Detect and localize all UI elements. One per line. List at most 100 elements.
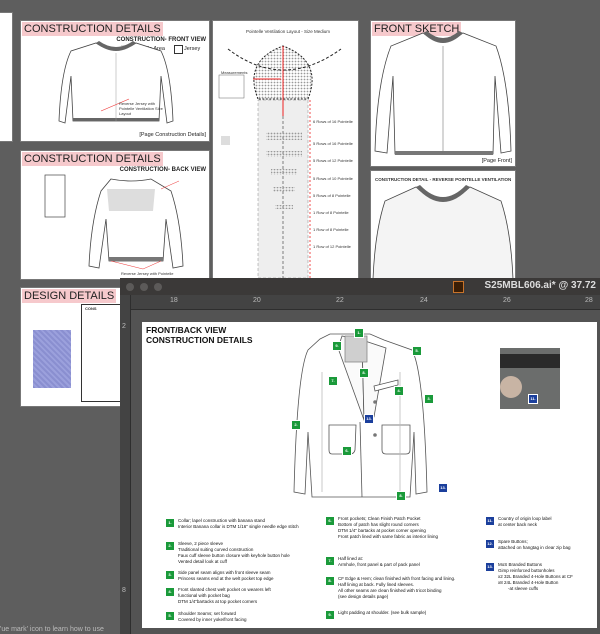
note-line: x2 32L Branded 4-Hole Buttons at CF — [498, 574, 573, 579]
ruler-label: 20 — [253, 297, 261, 304]
note-number-badge: 11. — [485, 516, 495, 526]
marker-5: 5. — [412, 346, 422, 356]
page-title: FRONT/BACK VIEW CONSTRUCTION DETAILS — [146, 325, 253, 345]
note-number-badge: 8. — [325, 576, 335, 586]
note-line: x8 24L Branded 4-Hole Button — [498, 580, 559, 585]
note-line: Side panel seam aligns with front sleeve… — [178, 570, 271, 575]
note-line: Traditional suiting curved construction — [178, 547, 254, 552]
close-button[interactable] — [126, 283, 134, 291]
ai-file-icon — [453, 281, 464, 293]
note-5: 5. Shoulder Seams; set forward Covered b… — [165, 611, 247, 623]
sweater-front-sketch — [58, 41, 174, 124]
note-line: Front patch lined with same fabric as in… — [338, 534, 439, 539]
row-label: 5 Rows of 10 Pointelle — [313, 176, 353, 181]
note-line: functional with pocket bag — [178, 593, 230, 598]
note-8: 8. CF Edge & Hem; clean finished with fr… — [325, 576, 456, 600]
label-photo — [500, 348, 560, 409]
horizontal-ruler[interactable]: 18 20 22 24 26 28 — [130, 295, 600, 310]
marker-13: 13. — [364, 414, 374, 424]
artboard-design-details[interactable]: DESIGN DETAILS CONS — [20, 287, 132, 407]
artboard-pointelle-layout[interactable]: Pointelle Ventilation Layout - Size Medi… — [212, 20, 359, 280]
note-line: Light padding at shoulder. (see bulk sam… — [338, 610, 427, 615]
ruler-label: 24 — [420, 297, 428, 304]
note-line: Front pockets; Clean Finish Patch Pocket — [338, 516, 421, 521]
marker-8: 8. — [396, 491, 406, 501]
note-number-badge: 6. — [325, 516, 335, 526]
ruler-label: 28 — [585, 297, 593, 304]
note-line: Faux cuff sleeve button closure with key… — [178, 553, 290, 558]
board-heading: CONSTRUCTION DETAIL - REVERSE POINTELLE … — [375, 177, 512, 182]
board-footer: [Page Construction Details] — [139, 132, 206, 138]
note-line: Interior Banana collar is DTM 1/16" sing… — [178, 524, 299, 529]
note-line: DTM 1/4" bartacks at pocket corner openi… — [338, 528, 426, 533]
marker-2: 2. — [291, 420, 301, 430]
note-line: Vented detail look at cuff — [178, 559, 227, 564]
note-number-badge: 12. — [485, 539, 495, 549]
artboard-sliver[interactable] — [0, 12, 13, 142]
sweater-back-sketch — [44, 174, 184, 270]
note-line: at center back neck — [498, 522, 538, 527]
artboard-pointelle-detail[interactable]: CONSTRUCTION DETAIL - REVERSE POINTELLE … — [370, 170, 516, 280]
note-line: All other seams are clean finished with … — [338, 588, 442, 593]
row-label: 1 Row of 12 Pointelle — [313, 244, 351, 249]
marker-11: 11. — [528, 394, 538, 404]
board-heading: DESIGN DETAILS — [22, 289, 117, 303]
note-line: attached on hangtag in clear zip bag — [498, 545, 571, 550]
board-note: Reverse Jersey with Pointelle Ventilatio… — [119, 101, 163, 116]
marker-1: 1. — [354, 328, 364, 338]
minimize-button[interactable] — [140, 283, 148, 291]
pointelle-diagram — [218, 45, 342, 279]
note-line: Princess seams end at the welt pocket to… — [178, 576, 274, 581]
blazer-technical-sketch — [293, 333, 428, 498]
row-label: 5 Rows of 16 Pointelle — [313, 141, 353, 146]
note-line: Sleeve, 2 piece sleeve — [178, 541, 224, 546]
note-13: 13. MoS Branded Buttons Gimp reinforced … — [485, 562, 573, 592]
illustrator-document-window[interactable]: S25MBL606.ai* @ 37.72 18 20 22 24 26 28 … — [120, 278, 600, 634]
note-line: Half lined at: — [338, 556, 364, 561]
board-heading: FRONT SKETCH — [372, 22, 462, 36]
vertical-ruler[interactable]: 2 8 — [120, 295, 131, 634]
window-titlebar[interactable]: S25MBL606.ai* @ 37.72 — [120, 278, 600, 295]
sweater-front-sketch — [374, 31, 512, 155]
legend-swatch — [174, 45, 183, 54]
note-12: 12. Spare Buttons; attached on hangtag i… — [485, 539, 571, 551]
zoom-button[interactable] — [154, 283, 162, 291]
note-number-badge: 3. — [165, 570, 175, 580]
note-number-badge: 1. — [165, 518, 175, 528]
note-line: Bottom of patch has slight round corners — [338, 522, 419, 527]
board-subheading: CONSTRUCTION- BACK VIEW — [119, 167, 206, 173]
note-number-badge: 5. — [165, 611, 175, 621]
row-label: 1 Row of 8 Pointelle — [313, 210, 349, 215]
board-footer: [Page Front] — [481, 158, 512, 164]
board-subheading: CONSTRUCTION- FRONT VIEW — [116, 37, 206, 43]
note-line: Covered by inner yoke/front facing — [178, 617, 247, 622]
note-line: Country of origin loop label — [498, 516, 552, 521]
marker-6: 6. — [342, 446, 352, 456]
photo-label-band — [500, 354, 560, 368]
dimensions-label: Measurements — [221, 70, 248, 75]
note-11: 11. Country of origin loop label at cent… — [485, 516, 552, 528]
artboard-construction-back[interactable]: CONSTRUCTION DETAILS CONSTRUCTION- BACK … — [20, 150, 210, 280]
window-title: S25MBL606.ai* @ 37.72 — [484, 280, 596, 291]
note-2: 2. Sleeve, 2 piece sleeve Traditional su… — [165, 541, 290, 565]
note-line: -at sleeve cuffs — [498, 586, 539, 591]
board-title: Pointelle Ventilation Layout - Size Medi… — [246, 29, 331, 34]
marker-3: 3. — [424, 394, 434, 404]
note-number-badge: 9. — [325, 610, 335, 620]
note-line: MoS Branded Buttons — [498, 562, 543, 567]
artboard-front-sketch[interactable]: FRONT SKETCH [Page Front] — [370, 20, 516, 167]
note-line: CF Edge & Hem; clean finished with front… — [338, 576, 456, 581]
sweater-detail-sketch — [372, 185, 514, 279]
fabric-swatch — [33, 330, 71, 388]
artboard-front-back-view[interactable]: FRONT/BACK VIEW CONSTRUCTION DETAILS — [142, 322, 597, 628]
note-9: 9. Light padding at shoulder. (see bulk … — [325, 610, 427, 620]
row-label: 6 Rows of 16 Pointelle — [313, 119, 353, 124]
note-line: Gimp reinforced buttonholes — [498, 568, 555, 573]
note-number-badge: 2. — [165, 541, 175, 551]
marker-4: 4. — [394, 386, 404, 396]
note-3: 3. Side panel seam aligns with front sle… — [165, 570, 274, 582]
artboard-construction-front[interactable]: CONSTRUCTION DETAILS CONSTRUCTION- FRONT… — [20, 20, 210, 142]
photo-hand — [500, 376, 522, 398]
note-line: Front slanted chest welt pocket on weare… — [178, 587, 271, 592]
note-line: DTM 1/4"bartacks at top pocket corners — [178, 599, 258, 604]
